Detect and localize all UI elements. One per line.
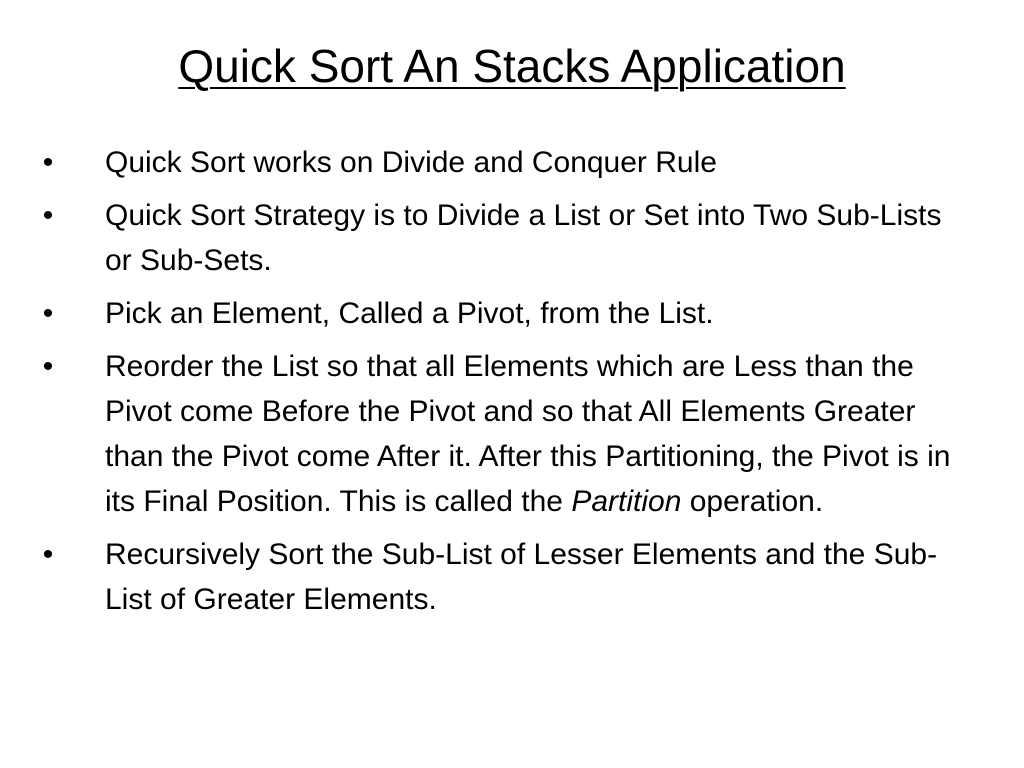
bullet-icon: •: [42, 350, 54, 383]
bullet-item-strategy: • Quick Sort Strategy is to Divide a Lis…: [0, 193, 1024, 283]
bullet-item-pick-pivot: • Pick an Element, Called a Pivot, from …: [0, 291, 1024, 336]
bullet-icon: •: [42, 146, 54, 179]
bullet-text-before: Reorder the List so that all Elements wh…: [105, 350, 951, 518]
bullet-icon: •: [42, 538, 54, 571]
slide-title: Quick Sort An Stacks Application: [0, 36, 1024, 96]
bullet-text: Pick an Element, Called a Pivot, from th…: [105, 297, 714, 330]
bullet-text: Reorder the List so that all Elements wh…: [105, 350, 950, 518]
bullet-item-recursive-sort: • Recursively Sort the Sub-List of Lesse…: [0, 532, 1024, 622]
bullet-text: Recursively Sort the Sub-List of Lesser …: [105, 538, 938, 616]
bullet-item-divide-conquer: • Quick Sort works on Divide and Conquer…: [0, 140, 1024, 185]
bullet-icon: •: [42, 199, 54, 232]
bullet-item-reorder: • Reorder the List so that all Elements …: [0, 344, 1024, 524]
bullet-list: • Quick Sort works on Divide and Conquer…: [0, 140, 1024, 630]
bullet-text: Quick Sort works on Divide and Conquer R…: [105, 146, 717, 179]
bullet-text-after: operation.: [681, 485, 824, 518]
slide-title-text: Quick Sort An Stacks Application: [178, 40, 846, 92]
partition-term: Partition: [571, 485, 682, 518]
bullet-icon: •: [42, 297, 54, 330]
bullet-text: Quick Sort Strategy is to Divide a List …: [105, 199, 942, 277]
